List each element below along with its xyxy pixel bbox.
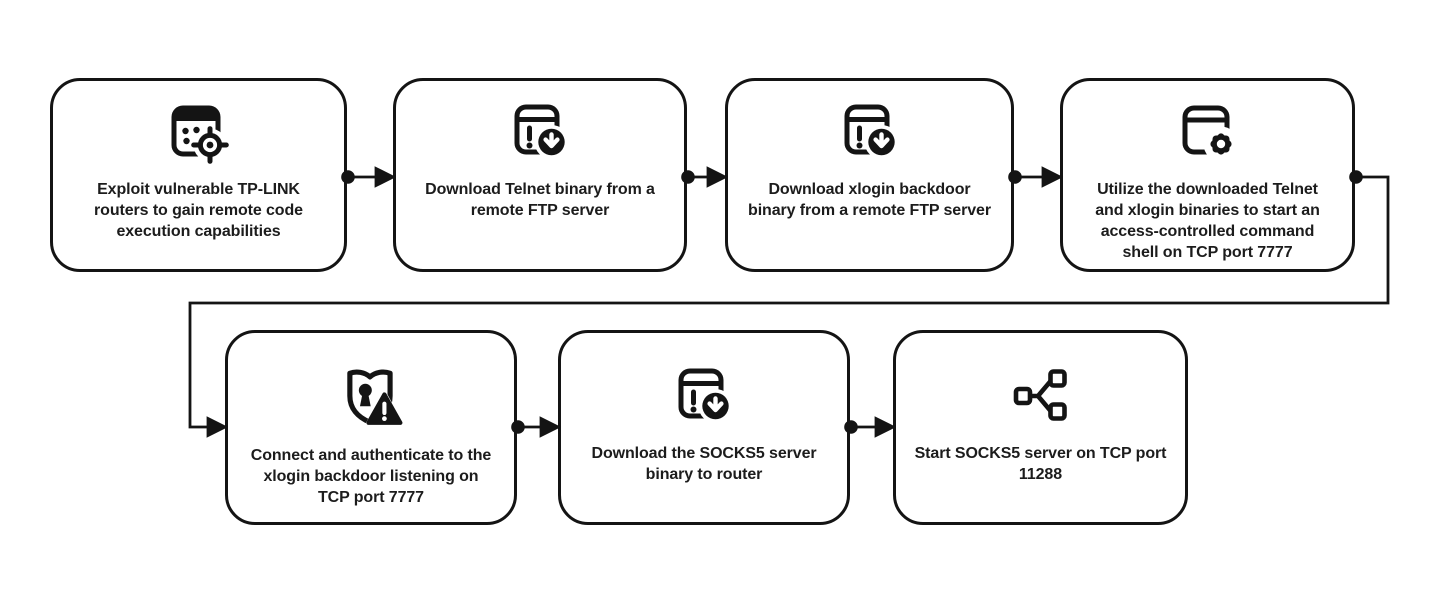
flow-step-1: Exploit vulnerable TP-LINK routers to ga… bbox=[50, 78, 347, 272]
flow-step-2: Download Telnet binary from a remote FTP… bbox=[393, 78, 687, 272]
flow-step-5: Connect and authenticate to the xlogin b… bbox=[225, 330, 517, 525]
flow-step-6: Download the SOCKS5 server binary to rou… bbox=[558, 330, 850, 525]
window-gear-icon bbox=[1175, 100, 1241, 169]
download-window-icon bbox=[671, 364, 737, 433]
scan-target-icon bbox=[166, 100, 232, 169]
flow-step-7: Start SOCKS5 server on TCP port 11288 bbox=[893, 330, 1188, 525]
connector-2-3 bbox=[681, 166, 729, 188]
flow-step-label: Download Telnet binary from a remote FTP… bbox=[425, 181, 655, 219]
connector-5-6 bbox=[511, 416, 562, 438]
download-window-icon bbox=[507, 100, 573, 169]
flow-step-label: Download xlogin backdoor binary from a r… bbox=[748, 181, 991, 219]
flow-step-4: Utilize the downloaded Telnet and xlogin… bbox=[1060, 78, 1355, 272]
shield-alert-icon bbox=[337, 364, 405, 435]
flow-step-label: Utilize the downloaded Telnet and xlogin… bbox=[1095, 181, 1320, 261]
flow-step-label: Connect and authenticate to the xlogin b… bbox=[250, 447, 492, 506]
download-window-icon bbox=[837, 100, 903, 169]
flow-step-label: Download the SOCKS5 server binary to rou… bbox=[591, 445, 817, 483]
connector-6-7 bbox=[844, 416, 897, 438]
connector-3-4 bbox=[1008, 166, 1064, 188]
connector-1-2 bbox=[341, 166, 397, 188]
flow-step-3: Download xlogin backdoor binary from a r… bbox=[725, 78, 1014, 272]
flow-step-label: Exploit vulnerable TP-LINK routers to ga… bbox=[94, 181, 303, 240]
network-branch-icon bbox=[1008, 364, 1074, 433]
flow-step-label: Start SOCKS5 server on TCP port 11288 bbox=[914, 445, 1167, 483]
